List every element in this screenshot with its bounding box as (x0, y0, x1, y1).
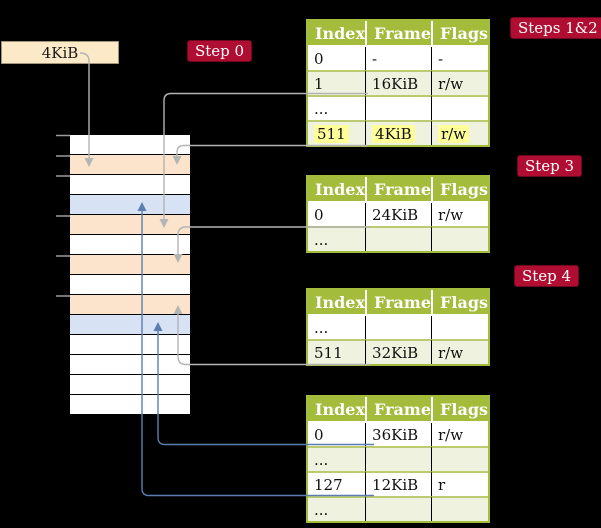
memory-row-white (70, 335, 190, 355)
column-header-flags: Flags (431, 177, 489, 203)
table-cell: 0 (314, 205, 324, 224)
table-row: 511 4KiB r/w (308, 120, 489, 145)
table-cell (365, 316, 431, 339)
table-cell: ... (308, 226, 366, 251)
memory-row-blue (70, 195, 190, 215)
memory-row-white (70, 275, 190, 295)
table-cell: r (431, 471, 489, 496)
table-cell: r/w (431, 339, 489, 364)
step-0-label: Step 0 (187, 40, 253, 62)
table-cell (365, 496, 432, 521)
table-row: ... (308, 316, 488, 339)
table-row: ... (308, 446, 489, 471)
column-header-flags: Flags (431, 397, 489, 423)
table-cell: ... (314, 318, 329, 337)
memory-row-peach (70, 295, 190, 315)
table-cell: 511 (308, 120, 366, 145)
table-row: ... (308, 226, 489, 251)
column-header-index: Index (308, 397, 366, 423)
table-cell: r/w (431, 70, 489, 95)
table-cell: r/w (431, 120, 489, 145)
table-cell (431, 95, 489, 120)
table-cell: 0 (314, 49, 324, 68)
table-cell (365, 95, 432, 120)
highlighted-value: 511 (314, 124, 349, 143)
memory-row-white (70, 175, 190, 195)
table-cell: 4KiB (365, 120, 432, 145)
column-header-frame: Frame (365, 397, 432, 423)
table-cell: 32KiB (365, 339, 432, 364)
table-cell: 511 (308, 339, 366, 364)
column-header-flags: Flags (431, 21, 489, 47)
step-3-label: Step 3 (517, 155, 583, 177)
memory-row-white (70, 395, 190, 415)
column-header-flags: Flags (431, 290, 489, 316)
table-cell (431, 446, 489, 471)
table-cell (431, 496, 489, 521)
table-cell: 0 (314, 425, 324, 444)
memory-row-white (70, 375, 190, 395)
table-cell: ... (308, 496, 366, 521)
steps-1-2-label: Steps 1&2 (510, 17, 601, 39)
column-header-frame: Frame (365, 21, 432, 47)
memory-tick-marks (56, 134, 70, 297)
highlighted-value: 4KiB (372, 124, 415, 143)
highlighted-value: r/w (438, 124, 470, 143)
memory-stack (70, 135, 190, 415)
memory-row-white (70, 235, 190, 255)
table-cell (365, 226, 432, 251)
column-header-index: Index (308, 21, 366, 47)
memory-row-peach (70, 255, 190, 275)
memory-row-white (70, 135, 190, 155)
memory-row-peach (70, 155, 190, 175)
table-cell: 16KiB (365, 70, 432, 95)
memory-row-blue (70, 315, 190, 335)
table-cell: r/w (431, 423, 488, 446)
column-header-frame: Frame (365, 290, 432, 316)
table-row: ... (308, 496, 489, 521)
table-cell: r/w (431, 203, 488, 226)
table-cell (431, 316, 488, 339)
table-cell (431, 226, 489, 251)
memory-row-white (70, 355, 190, 375)
page-size-box: 4KiB (1, 41, 119, 64)
page-size-label: 4KiB (41, 43, 79, 62)
memory-row-peach (70, 215, 190, 235)
arrow-entry511-to-memory (176, 144, 368, 156)
table-cell: 36KiB (365, 423, 431, 446)
column-header-index: Index (308, 177, 366, 203)
table-row: ... (308, 95, 489, 120)
table-cell: - (365, 47, 431, 70)
table-cell (365, 446, 432, 471)
table-cell: - (431, 47, 488, 70)
table-cell: ... (308, 446, 366, 471)
column-header-frame: Frame (365, 177, 432, 203)
step-4-label: Step 4 (514, 265, 580, 287)
table-row: 0 -- (308, 47, 488, 70)
table-cell: 24KiB (365, 203, 431, 226)
table-cell: ... (308, 95, 366, 120)
column-header-index: Index (308, 290, 366, 316)
table-cell: 1 (308, 70, 366, 95)
table-cell: 127 (308, 471, 366, 496)
table-cell: 12KiB (365, 471, 432, 496)
